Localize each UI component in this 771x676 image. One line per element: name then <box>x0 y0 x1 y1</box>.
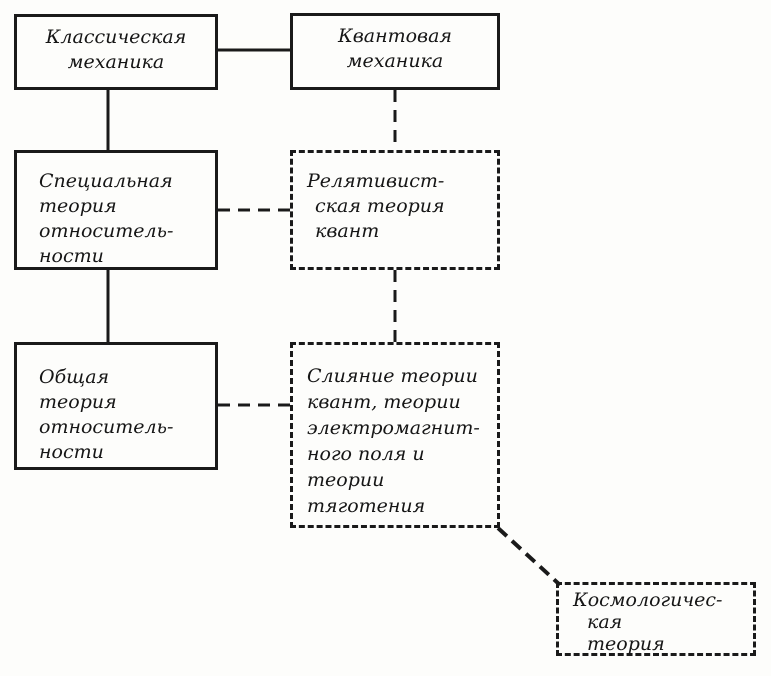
node-relativistic-quantum-theory: Релятивист- ская теория квант <box>290 150 500 270</box>
node-text: ности <box>39 441 104 463</box>
node-text: кая <box>587 611 623 633</box>
node-general-relativity: Общая теория относитель- ности <box>14 342 218 470</box>
node-unified-theory: Слияние теории квант, теории электромагн… <box>290 342 500 528</box>
node-text: теория <box>39 391 117 413</box>
node-text: квант <box>315 220 380 242</box>
node-text: Релятивист- <box>307 170 445 192</box>
node-text: механика <box>346 50 444 72</box>
node-text: Специальная <box>39 170 173 192</box>
node-text: Классическая <box>45 26 187 48</box>
node-text: теория <box>587 633 665 655</box>
node-text: теории <box>307 469 385 491</box>
node-classical-mechanics: Классическая механика <box>14 14 218 90</box>
node-text: относитель- <box>39 220 174 242</box>
node-text: Слияние теории <box>307 365 478 387</box>
node-cosmological-theory: Космологичес- кая теория <box>556 582 756 656</box>
node-text: квант, теории <box>307 391 461 413</box>
node-text: механика <box>67 51 165 73</box>
node-text: Общая <box>39 366 110 388</box>
node-text: электромагнит- <box>307 417 480 439</box>
link-unified-cosmo <box>496 526 562 587</box>
node-special-relativity: Специальная теория относитель- ности <box>14 150 218 270</box>
node-text: теория <box>39 195 117 217</box>
node-text: Космологичес- <box>573 589 723 611</box>
node-text: ская теория <box>315 195 445 217</box>
node-quantum-mechanics: Квантовая механика <box>290 13 500 90</box>
node-text: Квантовая <box>337 25 453 47</box>
node-text: относитель- <box>39 416 174 438</box>
node-text: ного поля и <box>307 443 425 465</box>
node-text: тяготения <box>307 495 426 517</box>
node-text: ности <box>39 245 104 267</box>
